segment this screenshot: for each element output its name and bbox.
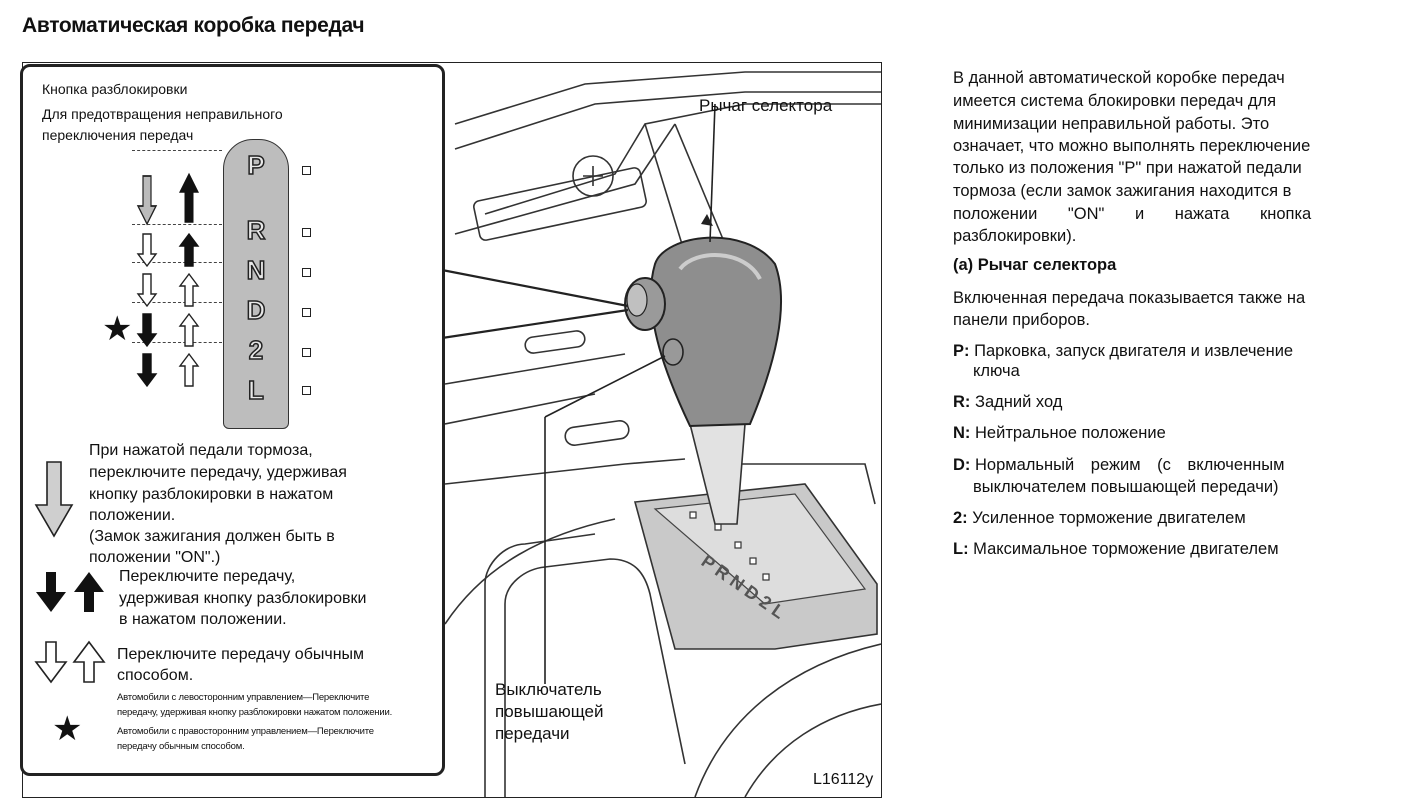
item1-line-2: переключите передачу, удерживая [89, 464, 347, 481]
star-icon: ★ [102, 310, 133, 348]
overdrive-label-line-1: Выключатель [495, 680, 602, 699]
divider-d [132, 302, 222, 303]
overdrive-label-line-3: передачи [495, 724, 570, 743]
item1-line-4: положении. [89, 507, 176, 524]
notch-r [302, 228, 311, 237]
note-line-3: Автомобили с правосторонним управлением—… [117, 726, 374, 737]
shown-line-1: Включенная передача показывается также н… [953, 289, 1306, 307]
def-n: N: Нейтральное положение [953, 423, 1385, 443]
outline-arrows-icon [34, 640, 106, 684]
para-line-1: В данной автоматической коробке передач [953, 69, 1285, 87]
note-line-4: передачу обычным способом. [117, 741, 245, 752]
para-line-4: означает, что можно выполнять переключен… [953, 137, 1311, 155]
def-d-text-1: Нормальный режим (с включенным [975, 456, 1285, 474]
footnote-star-icon: ★ [52, 710, 83, 748]
notch-n [302, 268, 311, 277]
item2-line-1: Переключите передачу, [119, 568, 296, 585]
def-d: D: Нормальный режим (с включенным [953, 455, 1385, 475]
overdrive-label-line-2: повышающей [495, 702, 604, 721]
def-r: R: Задний ход [953, 392, 1385, 412]
note-line-2: передачу, удерживая кнопку разблокировки… [117, 707, 393, 718]
def-d-text-2: выключателем повышающей передачи) [973, 478, 1279, 496]
para-line-7: положении "ON" и нажата кнопка [953, 205, 1312, 223]
def-n-text: Нейтральное положение [975, 424, 1166, 442]
gear-position-strip [223, 139, 289, 429]
unlock-button-label: Кнопка разблокировки [42, 81, 188, 97]
gear-l: L [247, 374, 264, 406]
def-d-key: D: [953, 456, 971, 474]
gear-2: 2 [248, 334, 264, 366]
item1-line-5: (Замок зажигания должен быть в [89, 528, 335, 545]
para-line-3: минимизации неправильной работы. Это [953, 115, 1270, 133]
callout-connector [441, 268, 629, 340]
item1-line-6: положении "ON".) [89, 549, 221, 566]
para-line-5: только из положения "P" при нажатой педа… [953, 159, 1302, 177]
notch-2 [302, 348, 311, 357]
def-2-text: Усиленное торможение двигателем [972, 509, 1246, 527]
divider-r [132, 224, 222, 225]
def-r-key: R: [953, 393, 971, 411]
item2-line-3: в нажатом положении. [119, 611, 287, 628]
def-2: 2: Усиленное торможение двигателем [953, 508, 1385, 528]
def-n-key: N: [953, 424, 971, 442]
subhead-selector-lever: (a) Рычаг селектора [953, 256, 1117, 274]
figure-code: L16112y [813, 771, 874, 788]
gear-d: D [246, 294, 266, 326]
def-p: P: Парковка, запуск двигателя и извлечен… [953, 341, 1385, 361]
prevent-line-1: Для предотвращения неправильного [42, 106, 283, 122]
para-line-6: тормоза (если замок зажигания находится … [953, 182, 1292, 200]
def-2-key: 2: [953, 509, 968, 527]
notch-d [302, 308, 311, 317]
item1-line-3: кнопку разблокировки в нажатом [89, 486, 334, 503]
solid-arrows-icon [36, 572, 104, 612]
note-line-1: Автомобили с левосторонним управлением—П… [117, 692, 370, 703]
def-l-text: Максимальное торможение двигателем [973, 540, 1279, 558]
def-p-text-1: Парковка, запуск двигателя и извлечение [974, 342, 1294, 360]
prevent-line-2: переключения передач [42, 127, 194, 143]
notch-p [302, 166, 311, 175]
def-l-key: L: [953, 540, 969, 558]
gear-p: P [247, 149, 266, 181]
shown-line-2: панели приборов. [953, 311, 1090, 329]
para-line-8: разблокировки). [953, 227, 1077, 245]
shift-arrows [137, 173, 199, 387]
page-title: Автоматическая коробка передач [22, 14, 365, 37]
gear-r: R [246, 214, 266, 246]
console-illustration: P R N D 2 L [445, 71, 881, 797]
item1-line-1: При нажатой педали тормоза, [89, 442, 313, 459]
gear-n: N [246, 254, 266, 286]
para-line-2: имеется система блокировки передач для [953, 92, 1277, 110]
item2-line-2: удерживая кнопку разблокировки [119, 590, 367, 607]
notch-l [302, 386, 311, 395]
selector-lever-label: Рычаг селектора [699, 96, 833, 115]
divider-n [132, 262, 222, 263]
def-r-text: Задний ход [975, 393, 1063, 411]
divider-p [132, 150, 222, 151]
item3-line-1: Переключите передачу обычным [117, 646, 365, 663]
item3-line-2: способом. [117, 667, 194, 684]
divider-2 [132, 342, 222, 343]
def-l: L: Максимальное торможение двигателем [953, 539, 1385, 559]
def-p-text-2: ключа [973, 362, 1020, 380]
def-p-key: P: [953, 342, 970, 360]
grey-down-arrow-icon [34, 461, 74, 538]
